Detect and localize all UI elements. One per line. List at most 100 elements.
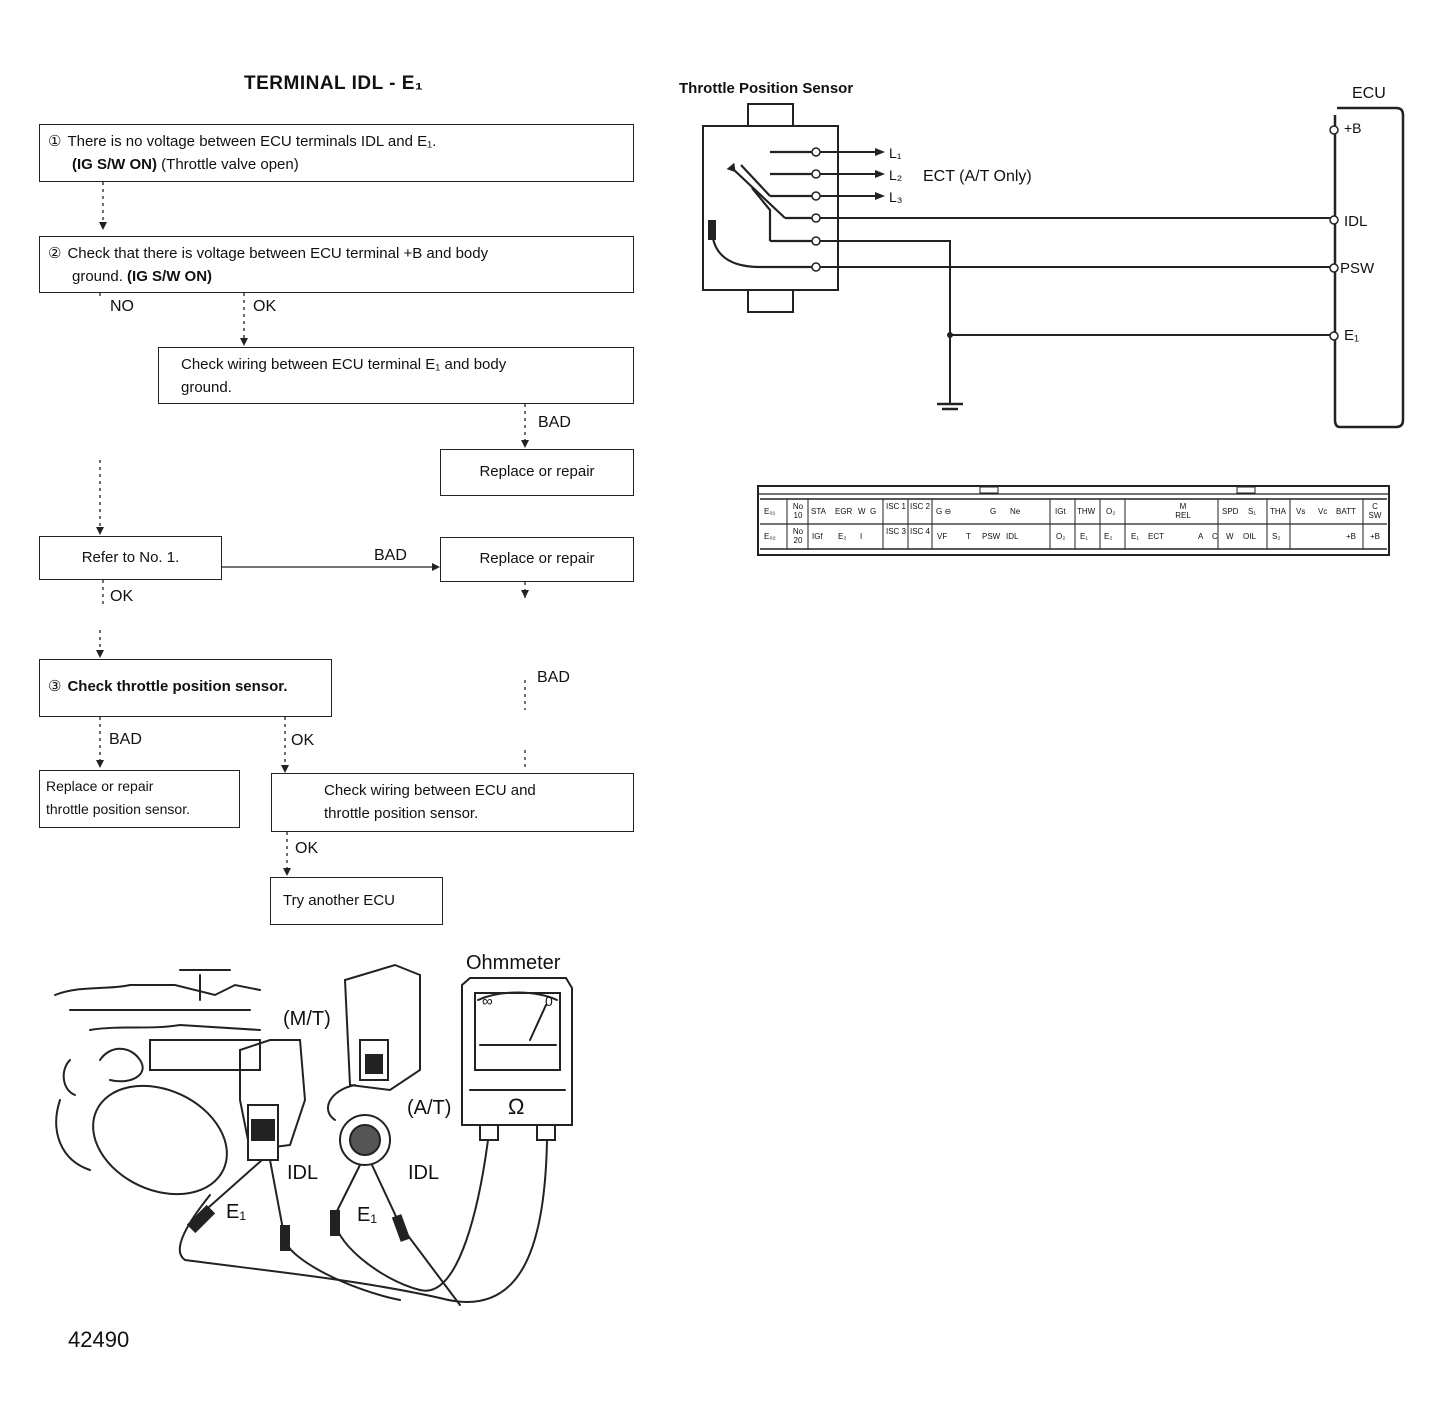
step-2-number: ②: [48, 245, 62, 262]
check-e1-wiring-box: Check wiring between ECU terminal E₁ and…: [158, 347, 634, 404]
step-1-condition: (IG S/W ON): [72, 156, 157, 173]
ohmmeter-label: Ohmmeter: [466, 952, 561, 974]
check-ecu-sensor-line2: throttle position sensor.: [324, 805, 479, 822]
conn-r2-c7: ISC 4: [910, 527, 931, 536]
output-l3: L₃: [889, 189, 903, 205]
replace-sensor-line2: throttle position sensor.: [46, 801, 190, 817]
label-bad-1: BAD: [538, 414, 571, 431]
conn-r1-c18: THA: [1270, 507, 1286, 516]
conn-r2-c16: ECT: [1148, 532, 1164, 541]
conn-r2-c5: I: [860, 532, 863, 541]
check-ecu-sensor-line1: Check wiring between ECU and: [324, 782, 536, 799]
step-2-text-2: ground.: [72, 268, 123, 285]
conn-r2-c11: IDL: [1006, 532, 1019, 541]
label-e1-mt: E₁: [226, 1201, 247, 1223]
refer-no1-box: Refer to No. 1.: [39, 536, 222, 580]
step-2-box: ② Check that there is voltage between ECU…: [39, 236, 634, 293]
conn-r2-c13: E₁: [1080, 532, 1089, 541]
conn-r1-c5: W: [858, 507, 866, 516]
ecu-box: [1333, 106, 1405, 429]
sensor-tab-top: [747, 103, 794, 127]
conn-r1-c2: No 10: [792, 502, 804, 520]
conn-r1-c9: G ⊖: [936, 507, 952, 516]
label-mt: (M/T): [283, 1008, 331, 1030]
ect-note: ECT (A/T Only): [923, 168, 1032, 185]
ecu-title: ECU: [1352, 85, 1386, 102]
ohm-symbol: Ω: [508, 1094, 525, 1119]
conn-r1-c8: ISC 2: [910, 502, 931, 511]
label-idl-at: IDL: [408, 1162, 440, 1184]
label-ok-4: OK: [295, 840, 319, 857]
replace-sensor-box: Replace or repair throttle position sens…: [39, 770, 240, 828]
output-l2: L₂: [889, 167, 903, 183]
check-ecu-sensor-box: Check wiring between ECU and throttle po…: [271, 773, 634, 832]
label-ok-2: OK: [110, 588, 134, 605]
step-1-number: ①: [48, 133, 62, 150]
conn-r1-c1: E₀₁: [764, 507, 776, 516]
conn-r2-c4: E₂: [838, 532, 847, 541]
conn-r2-c18: C: [1212, 532, 1218, 541]
conn-r2-c15: E₁: [1131, 532, 1140, 541]
conn-r2-c2: No 20: [792, 527, 804, 545]
flowchart-title: TERMINAL IDL - E₁: [244, 73, 424, 94]
replace-repair-box-2: Replace or repair: [440, 537, 634, 582]
conn-r2-c6: ISC 3: [886, 527, 907, 536]
conn-r1-c7: ISC 1: [886, 502, 907, 511]
replace-sensor-line1: Replace or repair: [46, 778, 154, 794]
ecu-terminal-idl: IDL: [1344, 213, 1368, 230]
conn-r2-c17: A: [1198, 532, 1204, 541]
conn-r2-c3: IGf: [812, 532, 823, 541]
output-l1: L₁: [889, 145, 902, 161]
conn-r2-c22: +B: [1346, 532, 1357, 541]
ohmmeter-zero: 0: [545, 993, 553, 1009]
figure-number: 42490: [68, 1327, 130, 1352]
label-bad-3: BAD: [537, 669, 570, 686]
conn-r1-c10: G: [990, 507, 997, 516]
conn-r1-c16: SPD: [1222, 507, 1239, 516]
step-2-text: Check that there is voltage between ECU …: [67, 245, 489, 262]
conn-r2-c14: E₂: [1104, 532, 1113, 541]
conn-r1-c12: IGt: [1055, 507, 1066, 516]
try-another-ecu-box: Try another ECU: [270, 877, 443, 925]
sensor-title: Throttle Position Sensor: [679, 80, 854, 97]
ohmmeter-infinity: ∞: [482, 993, 493, 1010]
conn-r2-c12: O₂: [1056, 532, 1066, 541]
check-e1-wiring-line2: ground.: [181, 379, 232, 396]
replace-repair-box-1: Replace or repair: [440, 449, 634, 496]
conn-r2-c10: PSW: [982, 532, 1001, 541]
conn-r2-c8: VF: [937, 532, 948, 541]
conn-r2-c20: OIL: [1243, 532, 1256, 541]
conn-r1-c22: C SW: [1368, 502, 1382, 520]
conn-r1-c19: Vs: [1296, 507, 1306, 516]
conn-r2-c23: +B: [1370, 532, 1381, 541]
ecu-terminal-plus-b: +B: [1344, 120, 1362, 136]
step-1-condition-2: (Throttle valve open): [161, 156, 299, 173]
sensor-tab-bottom: [747, 289, 794, 313]
step-3-number: ③: [48, 678, 62, 695]
conn-r2-c1: E₀₂: [764, 532, 776, 541]
conn-r1-c20: Vc: [1318, 507, 1328, 516]
conn-r2-c19: W: [1226, 532, 1234, 541]
conn-r1-c3: STA: [811, 507, 826, 516]
conn-r1-c15: M REL: [1175, 502, 1191, 520]
label-idl-mt: IDL: [287, 1162, 319, 1184]
conn-r1-c4: EGR: [835, 507, 853, 516]
ecu-terminal-psw: PSW: [1340, 260, 1375, 277]
label-bad-4: BAD: [109, 731, 142, 748]
ecu-terminal-e1: E₁: [1344, 327, 1360, 344]
step-1-text: There is no voltage between ECU terminal…: [67, 133, 437, 150]
conn-r2-c21: S₂: [1272, 532, 1281, 541]
label-e1-at: E₁: [357, 1204, 378, 1226]
conn-r1-c17: S₁: [1248, 507, 1257, 516]
conn-r1-c14: O₂: [1106, 507, 1116, 516]
conn-r1-c11: Ne: [1010, 507, 1021, 516]
conn-r1-c6: G: [870, 507, 877, 516]
label-no: NO: [110, 298, 134, 315]
label-ok-3: OK: [291, 732, 315, 749]
conn-r1-c21: BATT: [1336, 507, 1356, 516]
conn-r1-c13: THW: [1077, 507, 1096, 516]
